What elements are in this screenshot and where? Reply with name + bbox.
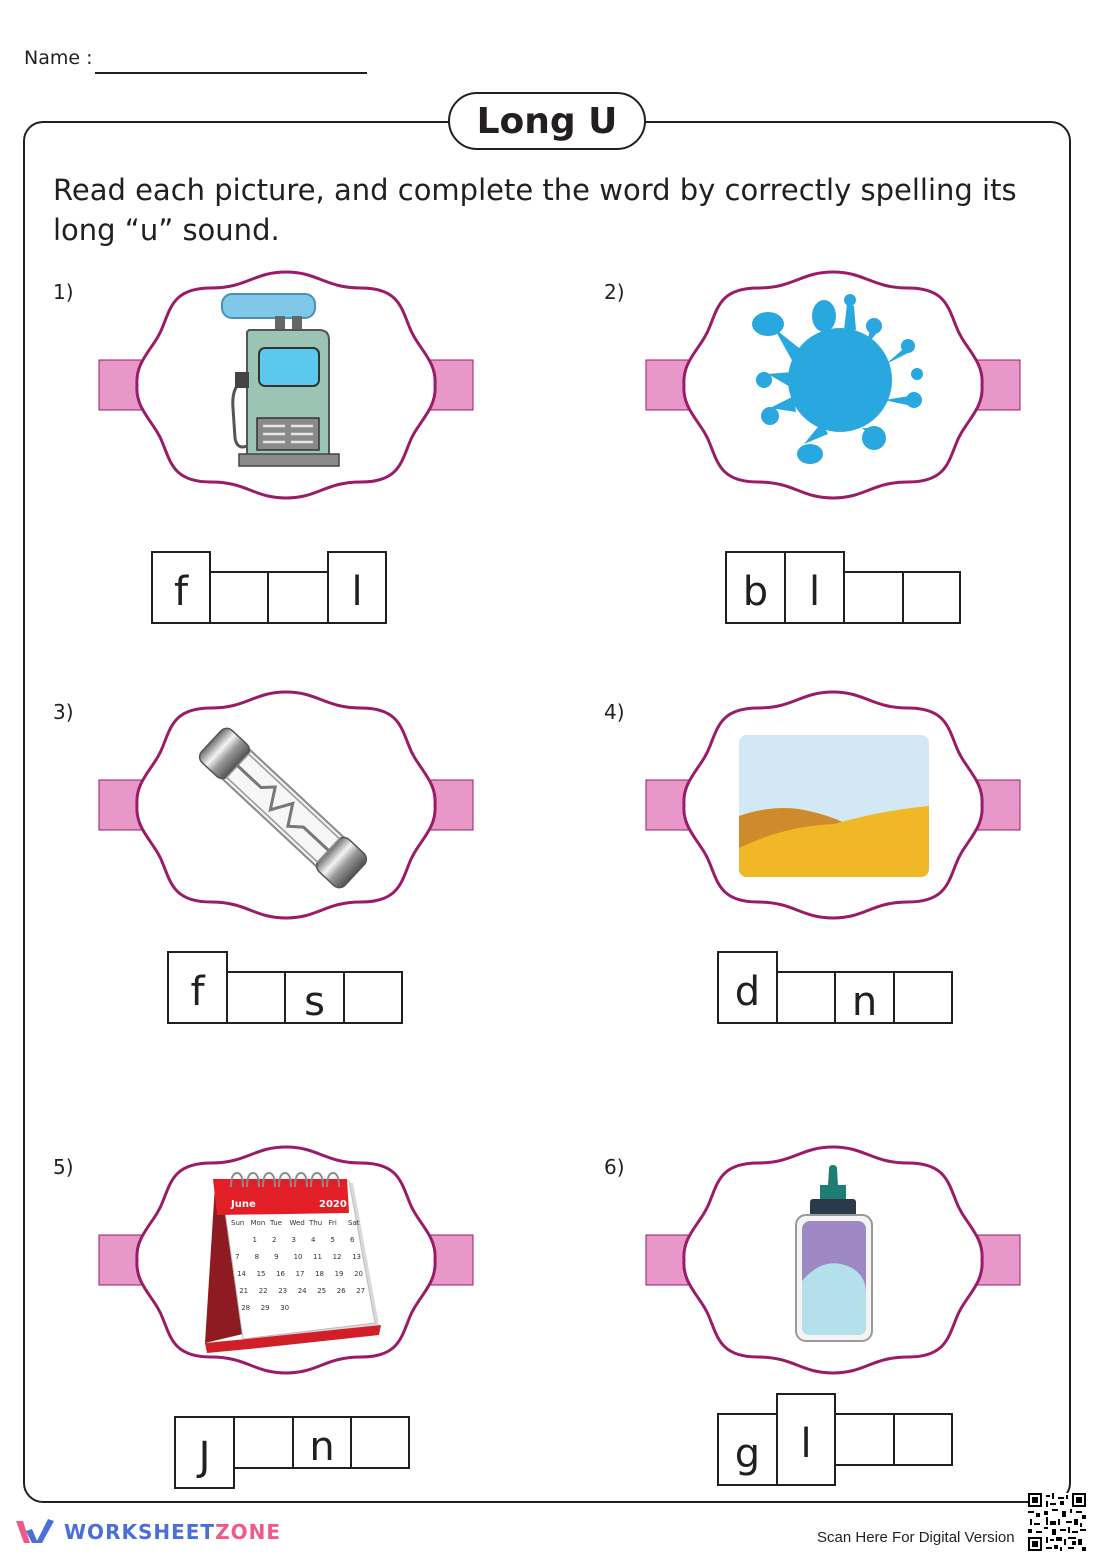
- blue-splat-icon: [752, 294, 923, 464]
- question-number-4: 4): [604, 700, 625, 724]
- calendar-day: 19: [335, 1270, 344, 1278]
- question-number-6: 6): [604, 1155, 625, 1179]
- calendar-day: 11: [313, 1253, 322, 1261]
- calendar-day: 30: [280, 1304, 289, 1312]
- letter-box[interactable]: [233, 1416, 294, 1469]
- calendar-weekday: Sun: [231, 1219, 244, 1227]
- letter-box[interactable]: [343, 971, 403, 1024]
- question-number-1: 1): [53, 280, 74, 304]
- calendar-day: 25: [317, 1287, 326, 1295]
- logo-w-icon: [16, 1519, 54, 1543]
- name-label: Name :: [24, 47, 93, 69]
- letter-box[interactable]: d: [717, 951, 778, 1024]
- calendar-day: 24: [298, 1287, 307, 1295]
- calendar-day: 13: [352, 1253, 361, 1261]
- letter-box[interactable]: [902, 571, 961, 624]
- letter-box[interactable]: [834, 1413, 895, 1466]
- letter-box[interactable]: l: [784, 551, 845, 624]
- calendar-day: 18: [315, 1270, 324, 1278]
- letter-box[interactable]: [267, 571, 329, 624]
- brand-name: WORKSHEETZONE: [64, 1520, 281, 1544]
- letter-box[interactable]: n: [292, 1416, 352, 1470]
- calendar-day: 7: [235, 1253, 239, 1261]
- calendar-day: 4: [311, 1236, 316, 1244]
- calendar-month: June: [230, 1199, 256, 1210]
- calendar-weekday: Thu: [308, 1219, 322, 1227]
- calendar-day: 17: [296, 1270, 305, 1278]
- letter-box[interactable]: l: [327, 551, 387, 624]
- worksheetzone-logo[interactable]: WORKSHEETZONE: [14, 1515, 281, 1549]
- question-number-3: 3): [53, 700, 74, 724]
- calendar-day: 10: [294, 1253, 303, 1261]
- calendar-day: 16: [276, 1270, 285, 1278]
- scan-text: Scan Here For Digital Version: [817, 1529, 1015, 1546]
- picture-frame-3: [98, 690, 474, 920]
- calendar-day: 3: [292, 1236, 296, 1244]
- calendar-weekday: Fri: [329, 1219, 337, 1227]
- worksheet-title: Long U: [448, 92, 646, 150]
- calendar-day: 27: [356, 1287, 365, 1295]
- calendar-day: 29: [261, 1304, 270, 1312]
- sand-dune-icon: [739, 735, 929, 877]
- calendar-weekday: Tue: [269, 1219, 282, 1227]
- calendar-weekday: Sat: [348, 1219, 360, 1227]
- qr-code-icon[interactable]: [1028, 1493, 1086, 1551]
- question-number-5: 5): [53, 1155, 74, 1179]
- glue-bottle-icon: [795, 1165, 873, 1342]
- calendar-day: 12: [333, 1253, 342, 1261]
- letter-box[interactable]: [776, 971, 836, 1024]
- letter-box[interactable]: J: [174, 1416, 235, 1489]
- picture-frame-1: [98, 270, 474, 500]
- calendar-day: 28: [241, 1304, 250, 1312]
- fuse-icon: [198, 727, 368, 889]
- fuel-pump-icon: [221, 293, 340, 467]
- letter-box[interactable]: f: [167, 951, 228, 1024]
- letter-box[interactable]: [893, 1413, 953, 1466]
- letter-box[interactable]: [843, 571, 904, 624]
- picture-frame-2: [645, 270, 1021, 500]
- calendar-day: 26: [337, 1287, 346, 1295]
- letter-box[interactable]: b: [725, 551, 786, 624]
- picture-frame-6: [645, 1145, 1021, 1375]
- calendar-day: 23: [278, 1287, 287, 1295]
- letter-box[interactable]: s: [284, 971, 345, 1025]
- letter-box[interactable]: [226, 971, 286, 1024]
- letter-box[interactable]: [209, 571, 269, 624]
- calendar-day: 21: [239, 1287, 248, 1295]
- letter-box[interactable]: n: [834, 971, 895, 1025]
- calendar-weekday: Mon: [251, 1219, 266, 1227]
- letter-box[interactable]: [893, 971, 953, 1024]
- letter-box[interactable]: g: [717, 1413, 778, 1486]
- calendar-day: 22: [259, 1287, 268, 1295]
- calendar-day: 6: [350, 1236, 355, 1244]
- calendar-weekday: Wed: [290, 1219, 305, 1227]
- calendar-day: 8: [255, 1253, 259, 1261]
- calendar-day: 2: [272, 1236, 276, 1244]
- letter-box[interactable]: [350, 1416, 410, 1469]
- calendar-year: 2020: [319, 1199, 347, 1210]
- letter-box[interactable]: f: [151, 551, 211, 624]
- calendar-day: 20: [354, 1270, 363, 1278]
- calendar-day: 5: [331, 1236, 335, 1244]
- name-line[interactable]: [95, 72, 367, 74]
- calendar-day: 14: [237, 1270, 246, 1278]
- letter-box[interactable]: l: [776, 1393, 836, 1486]
- picture-frame-4: [645, 690, 1021, 920]
- question-number-2: 2): [604, 280, 625, 304]
- calendar-day: 15: [257, 1270, 266, 1278]
- instructions: Read each picture, and complete the word…: [53, 173, 1017, 247]
- calendar-day: 9: [274, 1253, 278, 1261]
- calendar-day: 1: [253, 1236, 257, 1244]
